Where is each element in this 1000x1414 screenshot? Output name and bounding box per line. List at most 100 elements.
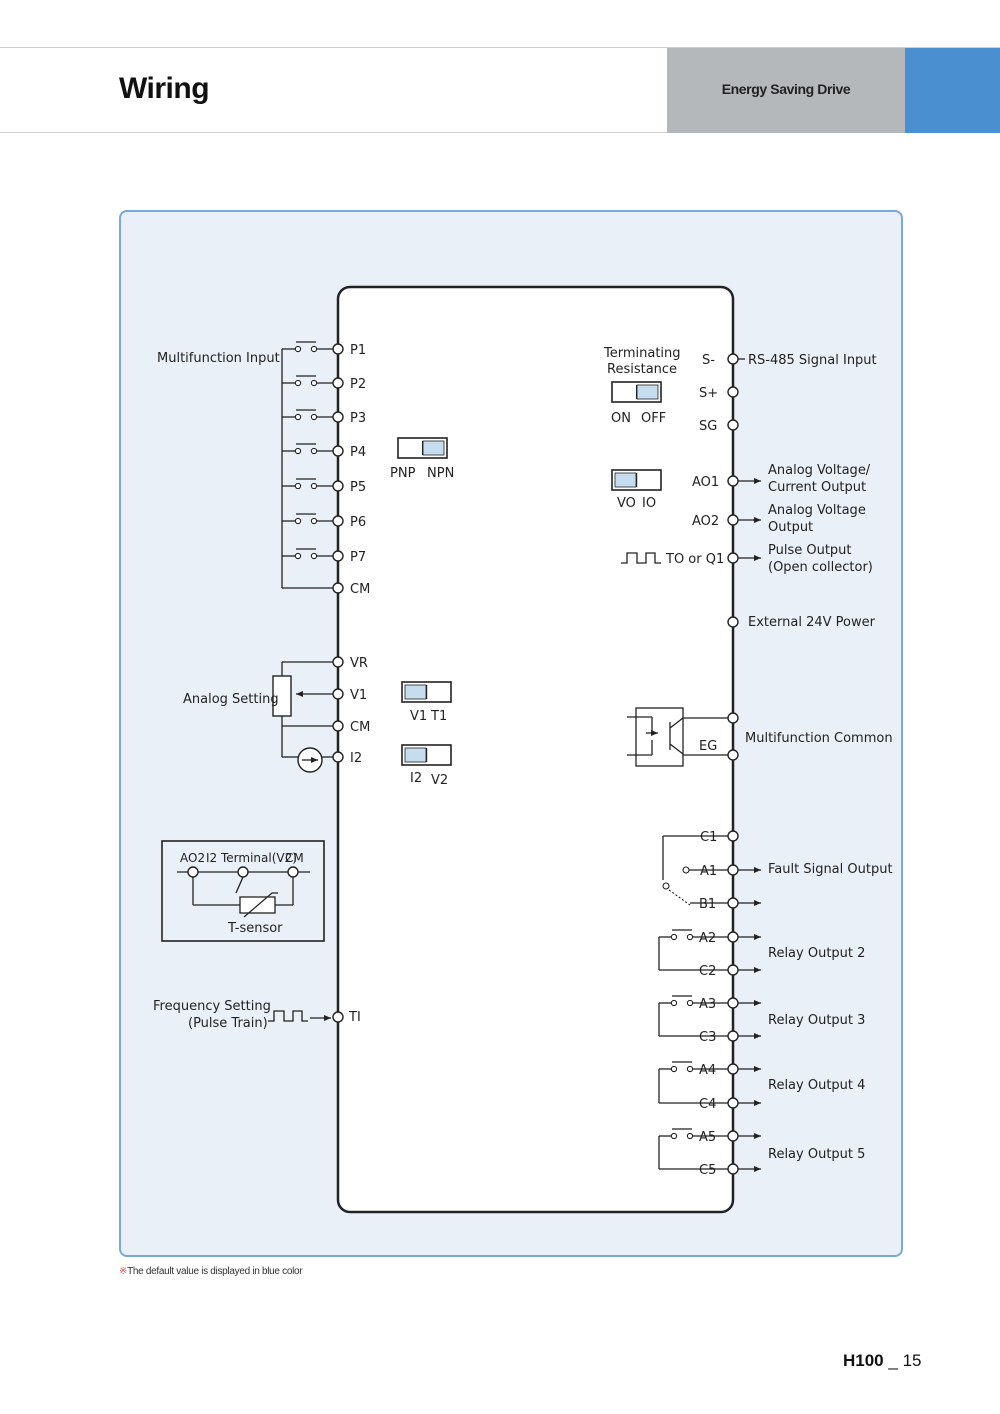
relay-output-2-label: Relay Output 2 — [768, 946, 865, 961]
contact-point — [294, 413, 302, 421]
terminal-label-c5: C5 — [699, 1163, 716, 1178]
terminal-p6 — [332, 515, 344, 527]
pnp-label: PNP — [390, 466, 416, 481]
section-tab: Energy Saving Drive — [667, 48, 905, 133]
pulse-train-symbol — [268, 1010, 308, 1022]
terminal-ti — [332, 1011, 344, 1023]
terminal-label-vr: VR — [350, 656, 368, 671]
terminal-label-p1: P1 — [350, 343, 366, 358]
terminal-eg — [727, 749, 739, 761]
analog-vc-label-2: Current Output — [768, 480, 866, 495]
footnote: ※The default value is displayed in blue … — [119, 1266, 303, 1277]
terminal-label-to-q1: TO or Q1 — [665, 552, 724, 567]
t-sensor-terminal-1 — [187, 866, 199, 878]
rs485-label: RS-485 Signal Input — [748, 353, 877, 368]
transistor-collector — [669, 717, 684, 729]
page-num: 15 — [902, 1351, 922, 1370]
terminal-s-minus — [727, 353, 739, 365]
resistance-label: Resistance — [607, 362, 677, 377]
header-rule — [0, 47, 1000, 48]
footnote-mark: ※ — [119, 1266, 128, 1277]
terminal-label-p4: P4 — [350, 445, 366, 460]
terminal-s-plus — [727, 386, 739, 398]
terminal-label-p7: P7 — [350, 550, 366, 565]
vo-label: VO — [617, 496, 636, 511]
terminal-a3 — [727, 997, 739, 1009]
opto-coupler — [635, 707, 684, 767]
pulse-output-symbol — [621, 552, 661, 564]
thermistor-slash — [243, 892, 278, 918]
switch-selected-position — [404, 684, 427, 700]
t1-switch-label: T1 — [430, 709, 447, 724]
switch-divider — [636, 473, 638, 487]
terminal-a1 — [727, 864, 739, 876]
terminal-label-a5: A5 — [699, 1130, 716, 1145]
terminating-label: Terminating — [603, 346, 681, 361]
terminal-p2 — [332, 377, 344, 389]
terminal-label-ao2: AO2 — [692, 514, 719, 529]
npn-label: NPN — [427, 466, 454, 481]
terminal-label-a2: A2 — [699, 931, 716, 946]
terminal-label-cm: CM — [350, 582, 370, 597]
terminal-sg — [727, 419, 739, 431]
contact-point — [294, 552, 302, 560]
terminal-v1 — [332, 688, 344, 700]
pulse-output-label-1: Pulse Output — [768, 543, 852, 558]
contact-point — [294, 517, 302, 525]
terminal-label-c4: C4 — [699, 1097, 716, 1112]
off-label: OFF — [641, 411, 666, 426]
multifunction-input-label: Multifunction Input — [157, 351, 280, 366]
t-sensor-terminal-2 — [237, 866, 249, 878]
switch-divider — [426, 685, 428, 699]
terminal-cm — [332, 720, 344, 732]
terminal-p3 — [332, 411, 344, 423]
terminal-c1 — [727, 830, 739, 842]
t-sensor-terminal-3 — [287, 866, 299, 878]
terminal-ao1 — [727, 475, 739, 487]
terminal-label-a1: A1 — [700, 864, 717, 879]
contact-point — [670, 1132, 678, 1140]
terminal-i2 — [332, 751, 344, 763]
terminal-label-s-plus: S+ — [699, 386, 718, 401]
v1-switch-label: V1 — [410, 709, 427, 724]
contact-point — [310, 552, 318, 560]
frequency-setting-group: TI — [268, 1010, 361, 1025]
switch-selected-position — [422, 440, 445, 456]
terminal-label-cm: CM — [350, 720, 370, 735]
v2-switch-label: V2 — [431, 773, 448, 788]
t-sensor-cm-label: CM — [285, 851, 304, 865]
contact-point — [686, 933, 694, 941]
terminal-p5 — [332, 480, 344, 492]
contact-point — [310, 413, 318, 421]
t-sensor-frame — [161, 840, 325, 942]
ext24v-label: External 24V Power — [748, 615, 876, 630]
io-label: IO — [642, 496, 656, 511]
terminal-vr — [332, 656, 344, 668]
terminal-label-c1: C1 — [700, 830, 717, 845]
page-number: H100 _ 15 — [843, 1351, 922, 1371]
fault-output-label: Fault Signal Output — [768, 862, 893, 877]
contact-point — [686, 1132, 694, 1140]
terminal-label-sg: SG — [699, 419, 717, 434]
terminal-label-s-minus: S- — [702, 353, 715, 368]
terminal-a2 — [727, 931, 739, 943]
switch-divider — [426, 748, 428, 762]
contact-point — [294, 482, 302, 490]
terminal-to-q1 — [727, 552, 739, 564]
terminal-label-c3: C3 — [699, 1030, 716, 1045]
thermistor-lead — [235, 876, 244, 894]
terminal-p4 — [332, 445, 344, 457]
analog-vc-label-1: Analog Voltage/ — [768, 463, 871, 478]
terminal-label-ao1: AO1 — [692, 475, 719, 490]
contact-point — [670, 999, 678, 1007]
i2-switch-label: I2 — [410, 771, 422, 786]
transistor-emitter — [669, 743, 684, 755]
contact-point — [310, 517, 318, 525]
page-model: H100 — [843, 1351, 884, 1370]
contact-point — [670, 1065, 678, 1073]
terminal-ao2 — [727, 514, 739, 526]
contact-point — [294, 379, 302, 387]
